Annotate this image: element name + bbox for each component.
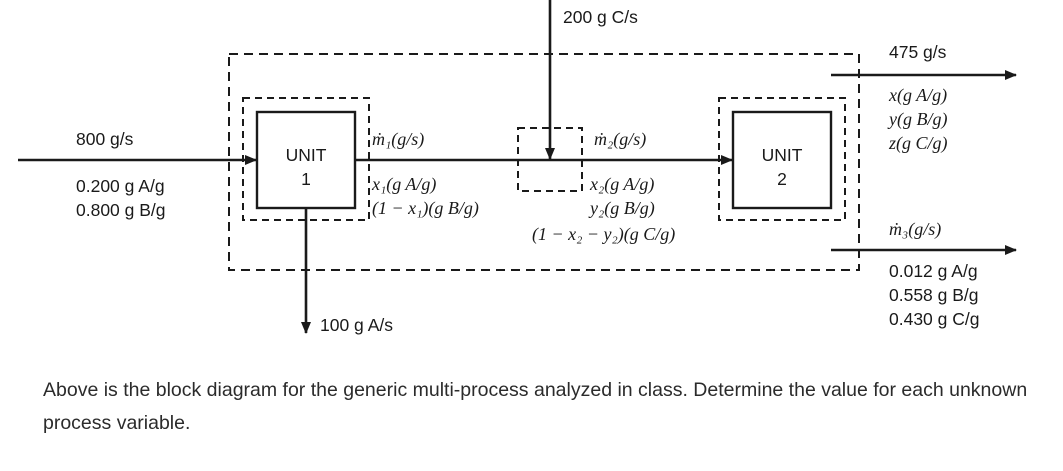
stream2-rate-label: ṁ₂(g/s) <box>594 129 646 150</box>
top-output-comp-b-label: y(g B/g) <box>887 109 947 130</box>
stream1-comp-a-label: x₁(g A/g) <box>371 174 436 195</box>
top-output-comp-a-label: x(g A/g) <box>888 85 947 106</box>
stream1-rate-label: ṁ₁(g/s) <box>372 129 424 150</box>
unit2-box <box>731 110 833 210</box>
stream2-comp-a-label: x₂(g A/g) <box>589 174 654 195</box>
bottom-output-rate-label: 100 g A/s <box>320 315 393 335</box>
stream2-comp-c-label: (1 − x₂ − y₂)(g C/g) <box>532 224 675 245</box>
stream2-comp-b-label: y₂(g B/g) <box>588 198 655 219</box>
feed-comp-a-label: 0.200 g A/g <box>76 176 165 196</box>
problem-caption: Above is the block diagram for the gener… <box>43 379 1028 434</box>
unit1-number: 1 <box>301 169 311 189</box>
stream1-comp-b-label: (1 − x₁)(g B/g) <box>372 198 479 219</box>
unit2-name: UNIT <box>762 145 803 165</box>
stream3-comp-c-label: 0.430 g C/g <box>889 309 979 329</box>
top-output-comp-c-label: z(g C/g) <box>888 133 948 154</box>
overall-system-boundary <box>228 53 860 271</box>
feed-comp-b-label: 0.800 g B/g <box>76 200 166 220</box>
feed-rate-label: 800 g/s <box>76 129 134 149</box>
stream3-comp-a-label: 0.012 g A/g <box>889 261 978 281</box>
stream3-comp-b-label: 0.558 g B/g <box>889 285 979 305</box>
side-input-rate-label: 200 g C/s <box>563 7 638 27</box>
top-output-rate-label: 475 g/s <box>889 42 947 62</box>
unit2-number: 2 <box>777 169 787 189</box>
unit1-name: UNIT <box>286 145 327 165</box>
stream3-rate-label: ṁ₃(g/s) <box>889 219 941 240</box>
